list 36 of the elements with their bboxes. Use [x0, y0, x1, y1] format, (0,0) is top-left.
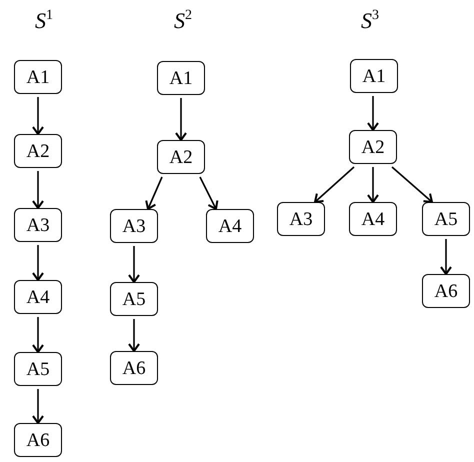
arrow [175, 98, 187, 141]
activity-box: A3 [277, 202, 325, 236]
activity-box: A3 [14, 208, 62, 242]
activity-box: A2 [14, 134, 62, 168]
activity-box: A5 [110, 282, 158, 316]
arrow [367, 96, 379, 131]
activity-box: A1 [157, 61, 205, 95]
arrow [440, 239, 452, 275]
activity-box: A4 [14, 280, 62, 314]
activity-box: A1 [14, 60, 62, 94]
arrow [32, 97, 44, 135]
tree-title: S$^{1}$ [35, 10, 53, 32]
activity-box: A2 [157, 140, 205, 174]
arrow [32, 245, 44, 281]
activity-box: A4 [349, 202, 397, 236]
activity-box: A5 [14, 352, 62, 386]
activity-box: A6 [422, 274, 470, 308]
arrow [367, 167, 379, 203]
activity-box: A6 [110, 351, 158, 385]
arrow [128, 246, 140, 283]
activity-box: A2 [349, 130, 397, 164]
activity-box: A4 [206, 209, 254, 243]
arrow [314, 166, 355, 203]
arrow [32, 389, 44, 424]
activity-box: A6 [14, 423, 62, 457]
arrow [32, 317, 44, 353]
arrow [128, 319, 140, 352]
arrow [391, 166, 433, 203]
activity-box: A1 [350, 59, 398, 93]
arrow [145, 176, 163, 210]
activity-box: A3 [110, 209, 158, 243]
tree-title: S$^{2}$ [174, 10, 192, 32]
arrow [32, 171, 44, 209]
tree-title: S$^{3}$ [361, 10, 379, 32]
activity-box: A5 [422, 202, 470, 236]
arrow [199, 176, 218, 210]
